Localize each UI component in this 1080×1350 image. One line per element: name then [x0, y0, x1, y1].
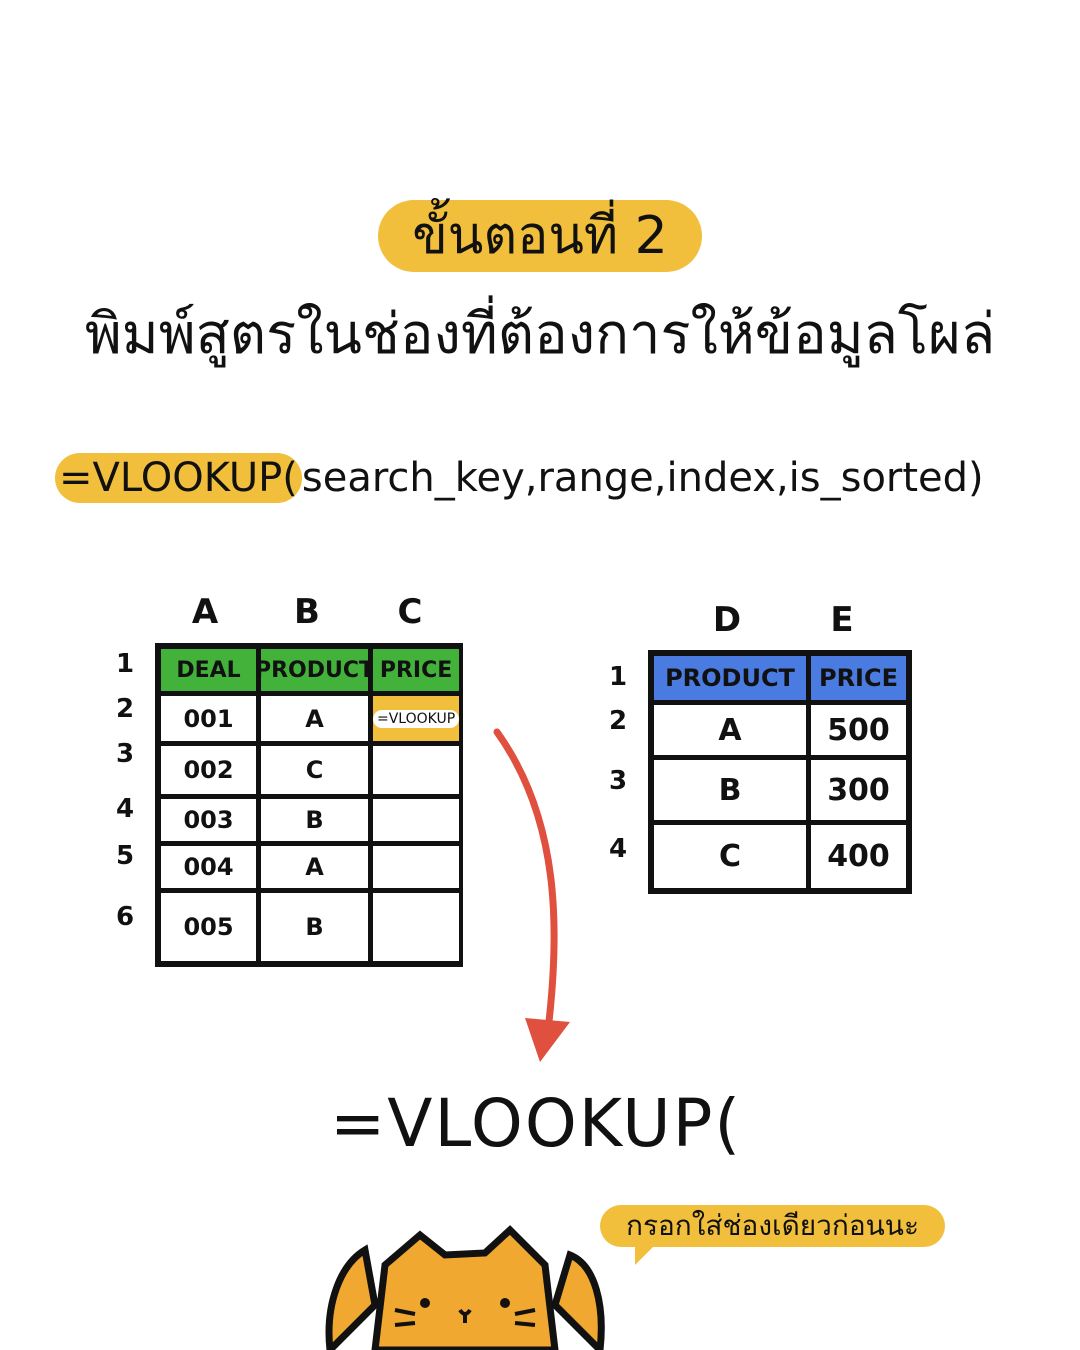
table-cell: C	[261, 746, 368, 794]
column-letter: D	[712, 600, 742, 640]
table-cell: =VLOOKUP	[373, 696, 460, 741]
table-cell: C	[654, 825, 806, 888]
table-cell: 300	[811, 760, 906, 820]
syntax-args: search_key,range,index,is_sorted)	[301, 455, 984, 501]
step-title: ขั้นตอนที่ 2	[378, 200, 702, 272]
row-number: 2	[115, 694, 135, 724]
table-cell: 500	[811, 705, 906, 755]
table-cell: B	[261, 893, 368, 961]
table-cell: 004	[161, 846, 256, 888]
column-letter: A	[191, 592, 219, 632]
table-cell: 400	[811, 825, 906, 888]
row-number: 4	[115, 794, 135, 824]
speech-bubble: กรอกใส่ช่องเดียวก่อนนะ	[600, 1205, 945, 1247]
table-cell: 005	[161, 893, 256, 961]
table-header-cell: DEAL	[161, 649, 256, 691]
table-cell: A	[654, 705, 806, 755]
table-cell: A	[261, 696, 368, 741]
table-cell: 001	[161, 696, 256, 741]
table-cell: B	[654, 760, 806, 820]
cat-icon	[325, 1225, 605, 1350]
typed-formula: =VLOOKUP(	[330, 1085, 743, 1162]
table-cell: 003	[161, 799, 256, 841]
table-cell: B	[261, 799, 368, 841]
table-cell	[373, 846, 460, 888]
column-letter: E	[830, 600, 854, 640]
syntax-function: =VLOOKUP(	[55, 453, 302, 503]
row-number: 3	[115, 739, 135, 769]
row-number: 1	[608, 662, 628, 692]
row-number: 2	[608, 706, 628, 736]
bubble-tail-icon	[635, 1240, 660, 1265]
table-header-cell: PRICE	[811, 656, 906, 700]
table-cell	[373, 893, 460, 961]
column-letter: B	[294, 592, 320, 632]
row-number: 6	[115, 902, 135, 932]
cell-formula: =VLOOKUP	[373, 709, 460, 728]
table-header-cell: PRODUCT	[255, 649, 374, 691]
table-header-cell: PRODUCT	[654, 656, 806, 700]
row-number: 1	[115, 649, 135, 679]
table-cell: 002	[161, 746, 256, 794]
table-cell	[373, 746, 460, 794]
row-number: 4	[608, 834, 628, 864]
column-letter: C	[397, 592, 423, 632]
table-cell: A	[261, 846, 368, 888]
row-number: 5	[115, 841, 135, 871]
row-number: 3	[608, 766, 628, 796]
table-header-cell: PRICE	[373, 649, 460, 691]
syntax-formula: =VLOOKUP(search_key,range,index,is_sorte…	[55, 453, 984, 503]
table-cell	[373, 799, 460, 841]
subtitle: พิมพ์สูตรในช่องที่ต้องการให้ข้อมูลโผล่	[84, 302, 996, 367]
